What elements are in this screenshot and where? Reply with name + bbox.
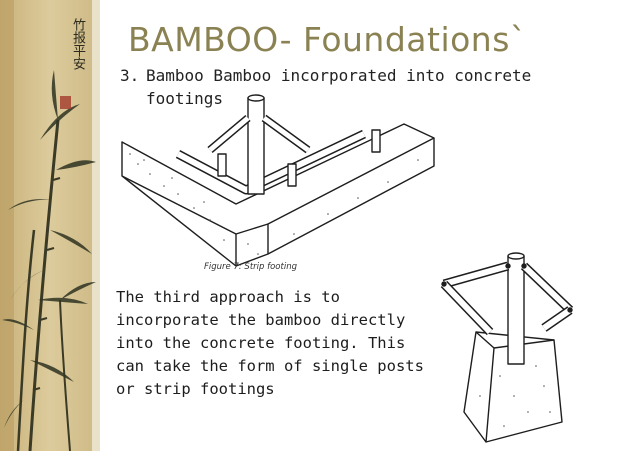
body-paragraph: The third approach is to incorporate the…	[116, 288, 424, 398]
scroll-calligraphy: 竹报平安	[70, 18, 85, 70]
figure-caption: Figure 7: Strip footing	[204, 262, 297, 272]
numbered-item: 3. Bamboo Bamboo incorporated into concr…	[120, 64, 590, 110]
strip-footing-figure	[121, 94, 435, 267]
item-number: 3.	[120, 66, 140, 85]
bamboo-scroll-painting	[0, 0, 100, 451]
item-text: Bamboo Bamboo incorporated into concrete…	[146, 66, 532, 108]
single-post-figure	[440, 252, 574, 443]
slide-title: BAMBOO- Foundations`	[128, 20, 527, 59]
